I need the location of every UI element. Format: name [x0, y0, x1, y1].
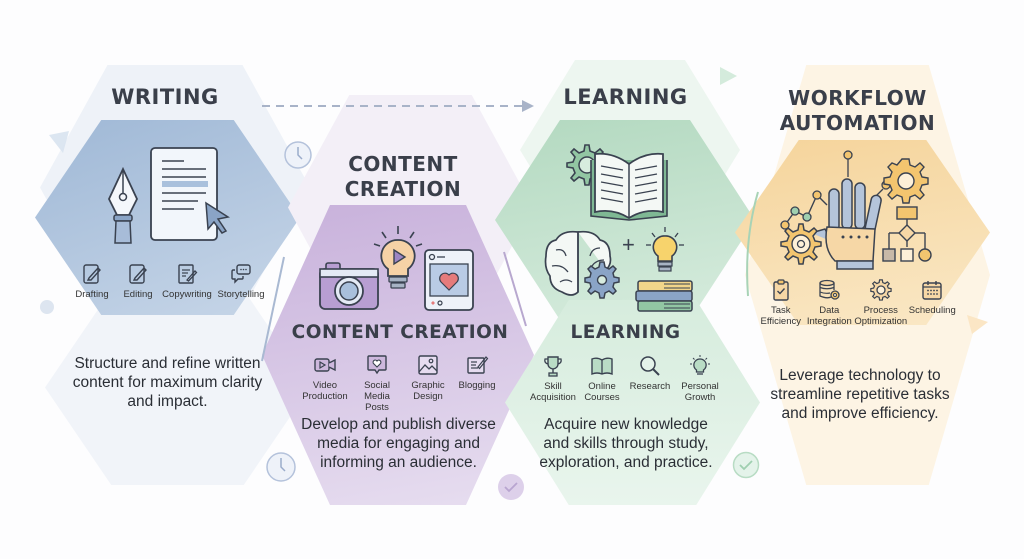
draft-icon — [83, 264, 101, 284]
subitem-video-production: Video Production — [300, 353, 350, 413]
subitem-storytelling: Storytelling — [214, 262, 268, 300]
play-triangle-deco — [49, 131, 69, 153]
subitem-blogging: Blogging — [452, 353, 502, 413]
subitem-research: Research — [625, 354, 675, 403]
books-icon — [635, 280, 693, 312]
subitem-copywriting: Copywriting — [160, 262, 214, 300]
workflow-description: Leverage technology to streamline repeti… — [770, 367, 950, 422]
clipboard-check-icon — [773, 279, 789, 301]
content-title-line1: CONTENT — [348, 152, 458, 176]
writing-title: WRITING — [111, 85, 219, 109]
book-icon — [591, 357, 613, 376]
subitem-online-courses: Online Courses — [579, 354, 625, 403]
workflow-title: WORKFLOW AUTOMATION — [765, 86, 950, 136]
gear-icon — [780, 223, 822, 265]
subitem-personal-growth: Personal Growth — [675, 354, 725, 403]
writing-subitems: Drafting Editing Copywriting Storytellin… — [68, 262, 268, 300]
heart-bubble-icon — [367, 355, 387, 375]
clock-icon — [266, 452, 296, 482]
workflow-title-line2: AUTOMATION — [779, 111, 936, 135]
subitem-process-optimization: Process Optimization — [854, 278, 907, 327]
divider-line — [261, 256, 285, 362]
subitem-data-integration: Data Integration — [805, 278, 855, 327]
lightbulb-play-icon — [373, 226, 423, 289]
learning-subitems: Skill Acquisition Online Courses Researc… — [527, 354, 725, 403]
gear-icon — [870, 279, 892, 301]
calendar-icon — [922, 281, 942, 300]
content-title-line2: CREATION — [344, 177, 462, 201]
subitem-task-efficiency: Task Efficiency — [757, 278, 805, 327]
content-description: Develop and publish diverse media for en… — [301, 416, 496, 471]
open-book-icon — [590, 152, 668, 221]
workflow-subitems: Task Efficiency Data Integration Process… — [757, 278, 957, 327]
subitem-social-media-posts: Social Media Posts — [350, 353, 404, 413]
writing-description: Structure and refine written content for… — [72, 355, 263, 410]
lightbulb-icon — [690, 355, 710, 375]
content-title: CONTENT CREATION — [318, 152, 488, 202]
camera-icon — [319, 262, 379, 310]
lightbulb-icon — [646, 227, 684, 272]
flow-arrow — [262, 100, 534, 112]
brain-icon — [544, 230, 620, 299]
robot-hand-automation-illustration — [780, 150, 932, 270]
check-circle-icon — [732, 451, 760, 479]
content-inner-title: CONTENT CREATION — [291, 322, 509, 343]
learning-description: Acquire new knowledge and skills through… — [539, 416, 713, 471]
magnifier-icon — [640, 356, 660, 376]
subitem-scheduling: Scheduling — [908, 278, 958, 327]
plus-sign: + — [622, 232, 635, 257]
dot-deco — [40, 300, 54, 314]
fountain-pen-icon — [108, 166, 138, 244]
divider-line — [503, 251, 527, 327]
play-triangle-deco — [967, 315, 988, 334]
chat-bubbles-icon — [231, 264, 251, 284]
document-icon — [150, 147, 230, 241]
image-icon — [418, 355, 438, 375]
clock-icon — [284, 141, 312, 169]
learning-inner-title: LEARNING — [570, 322, 681, 343]
social-post-icon — [424, 249, 474, 311]
database-gear-icon — [819, 279, 840, 300]
subitem-drafting: Drafting — [68, 262, 116, 300]
subitem-editing: Editing — [116, 262, 160, 300]
subitem-graphic-design: Graphic Design — [404, 353, 452, 413]
trophy-icon — [544, 356, 562, 377]
check-circle-icon — [498, 474, 524, 500]
workflow-title-line1: WORKFLOW — [788, 86, 927, 110]
divider-line — [746, 191, 759, 297]
content-subitems: Video Production Social Media Posts Grap… — [296, 353, 506, 413]
play-triangle-deco — [720, 67, 737, 85]
copywriting-icon — [178, 264, 198, 284]
edit-icon — [129, 264, 147, 284]
learning-title: LEARNING — [563, 85, 688, 109]
video-camera-icon — [314, 358, 336, 372]
subitem-skill-acquisition: Skill Acquisition — [527, 354, 579, 403]
blog-icon — [467, 356, 489, 374]
